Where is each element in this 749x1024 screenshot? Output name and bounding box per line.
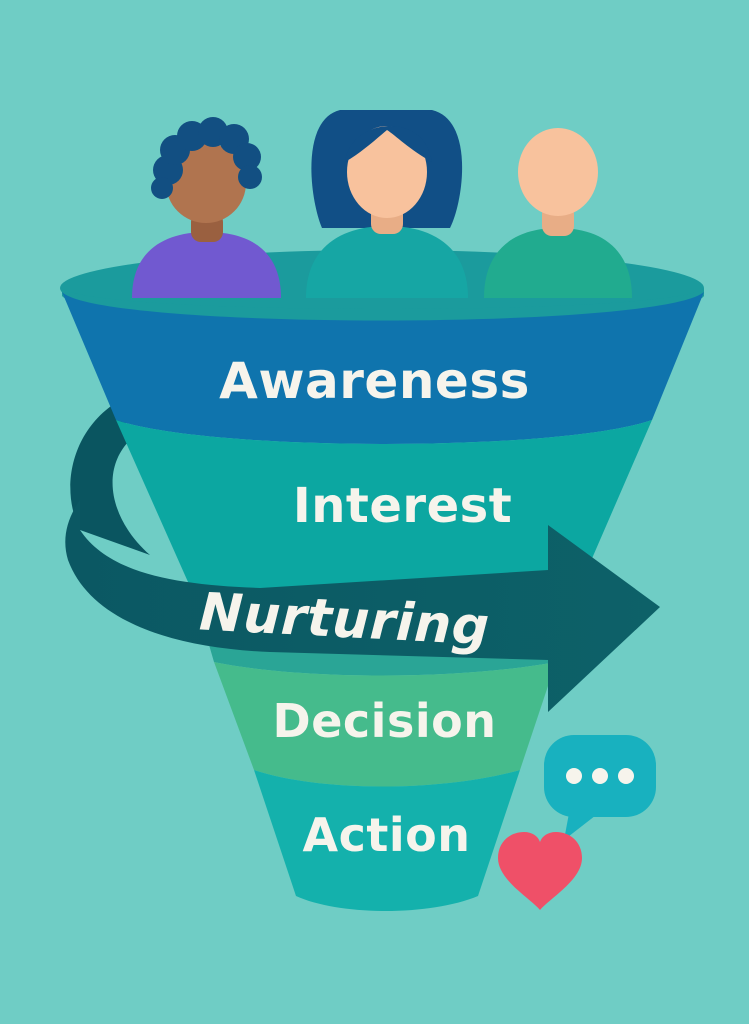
- nurturing-arrow: [65, 500, 661, 712]
- funnel-stage-action: [254, 770, 520, 911]
- nurturing-arrow-back: [70, 400, 150, 555]
- person-bald: [484, 128, 632, 298]
- person-curly-hair: [132, 117, 281, 298]
- funnel-rim-front: [62, 288, 704, 322]
- funnel-stage-interest: [116, 420, 652, 615]
- chat-bubble-icon: [544, 735, 656, 840]
- person-long-hair: [306, 110, 468, 298]
- heart-icon: [498, 832, 582, 910]
- funnel-stage-awareness: [62, 292, 704, 444]
- funnel-stage-decision: [214, 662, 556, 787]
